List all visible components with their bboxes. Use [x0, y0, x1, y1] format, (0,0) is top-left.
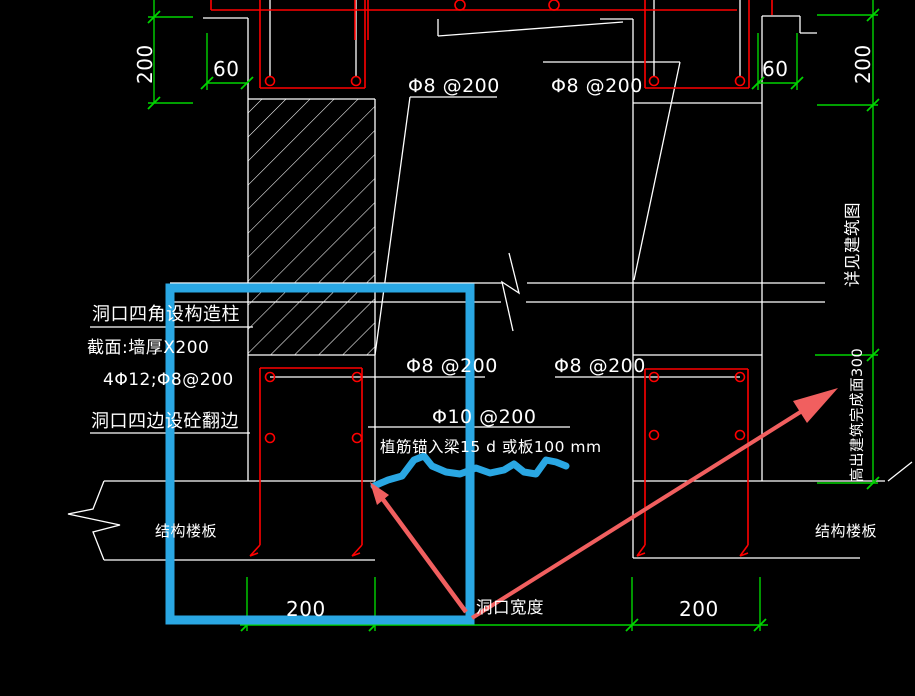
highlight-annotations — [165, 283, 570, 625]
mid-right-column — [636, 368, 749, 557]
rebar-dot — [648, 429, 660, 441]
label-opening-width: 洞口宽度 — [476, 598, 544, 617]
dimension-lines — [147, 0, 880, 632]
rebar-dot — [264, 75, 276, 87]
floor-slab-lines — [67, 461, 913, 561]
dim-ticks — [147, 8, 880, 632]
beam-lines — [170, 252, 825, 332]
note-corner-columns: 洞口四角设构造柱 — [92, 304, 240, 325]
arrow-to-squiggle — [377, 492, 468, 614]
label-stirrup-mid-right: Φ8 @200 — [554, 355, 646, 377]
dim-left-60 — [206, 33, 247, 90]
rebar-dot — [734, 75, 746, 87]
dim-right-60 — [757, 33, 798, 90]
note-edge-flange: 洞口四边设砼翻边 — [91, 411, 239, 432]
rebar-dot — [454, 0, 466, 11]
label-stirrup-top-left: Φ8 @200 — [408, 75, 500, 97]
label-stirrup-top-mid: Φ8 @200 — [551, 75, 643, 97]
highlight-box — [165, 283, 475, 625]
label-slab-left: 结构楼板 — [155, 522, 217, 540]
rebar-dot — [351, 432, 363, 444]
rebar-dot — [734, 371, 746, 383]
top-right-stirrup — [644, 0, 750, 89]
dim-text-bottom-left: 200 — [286, 597, 326, 621]
label-slab-right: 结构楼板 — [815, 522, 877, 540]
mid-left-column — [249, 367, 363, 557]
label-see-arch: 详见建筑图 — [843, 202, 862, 287]
rebar-red — [210, 0, 773, 557]
dim-right-chain — [815, 0, 878, 484]
arrow-to-squiggle-head — [370, 482, 389, 505]
dim-text-left-200: 200 — [133, 44, 157, 84]
rebar-dot — [351, 371, 363, 383]
label-above-finish: 高出建筑完成面300 — [849, 348, 866, 482]
arrow-to-note-head — [793, 388, 838, 423]
text-labels: Φ8 @200 Φ8 @200 Φ8 @200 Φ8 @200 Φ10 @200… — [87, 44, 877, 621]
rebar-dot — [648, 371, 660, 383]
label-slab-bar: Φ10 @200 — [432, 406, 536, 428]
note-rebar: 4Φ12;Φ8@200 — [103, 370, 234, 390]
annotation-arrows — [370, 388, 838, 620]
rebar-dot — [350, 75, 362, 87]
arrow-to-note — [470, 409, 804, 620]
rebar-dot — [734, 429, 746, 441]
rebar-dot — [548, 0, 560, 11]
label-anchor-note: 植筋锚入梁15 d 或板100 mm — [380, 438, 602, 456]
note-section: 截面:墙厚X200 — [87, 338, 209, 358]
dim-text-right-60: 60 — [762, 57, 788, 81]
dim-bottom-chain — [240, 577, 768, 631]
dim-text-bottom-right: 200 — [679, 597, 719, 621]
rebar-dot — [264, 371, 276, 383]
wall-hatch — [248, 99, 375, 355]
top-rebar-lines — [210, 0, 773, 40]
highlight-squiggle — [370, 452, 570, 490]
label-stirrup-mid-left: Φ8 @200 — [406, 355, 498, 377]
top-left-stirrup — [259, 0, 366, 89]
rebar-dot — [648, 75, 660, 87]
dim-text-right-200: 200 — [851, 44, 875, 84]
dim-text-left-60: 60 — [213, 57, 239, 81]
rebar-dot — [264, 432, 276, 444]
